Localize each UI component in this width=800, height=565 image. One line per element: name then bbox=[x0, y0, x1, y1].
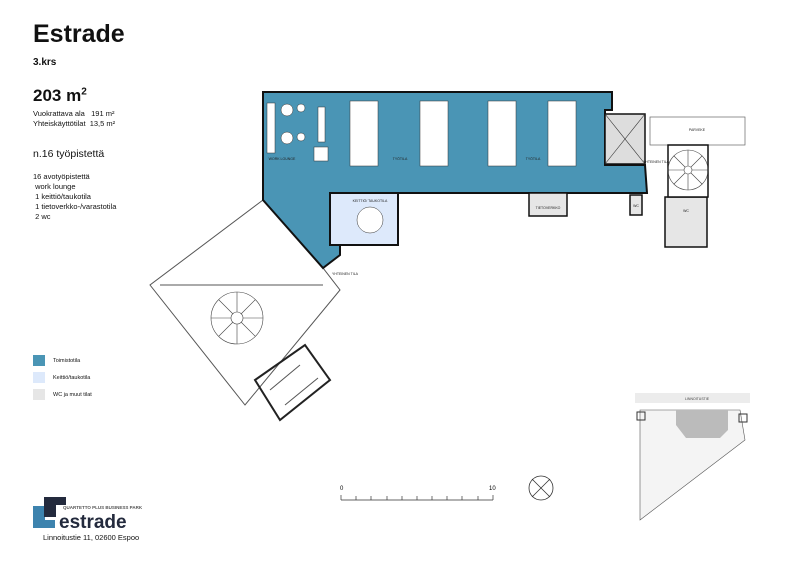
legend-label: Toimistotila bbox=[53, 357, 81, 364]
legend-swatch bbox=[33, 355, 45, 366]
legend-wc: WC ja muut tilat bbox=[33, 389, 92, 400]
feature-item: 1 tietoverkko-/varastotila bbox=[33, 202, 117, 211]
area-value: 203 m bbox=[33, 86, 82, 105]
legend-swatch bbox=[33, 372, 45, 383]
logo-name: estrade bbox=[59, 512, 127, 531]
legend-kitchen: Keittiö/taukotila bbox=[33, 372, 90, 383]
label-wc: WC bbox=[683, 209, 689, 213]
spiral-stair-icon bbox=[210, 291, 264, 345]
logo-tagline: QUARTETTO PLUS BUSINESS PARK bbox=[63, 505, 143, 510]
scale-end: 10 bbox=[489, 486, 496, 492]
label-tyotila: TYÖTILA bbox=[393, 157, 408, 161]
total-area: 203 m2 bbox=[33, 86, 87, 106]
rentable-label: Vuokrattava ala bbox=[33, 109, 85, 118]
label-yhteinen-tila: YHTEINEN TILA bbox=[643, 160, 670, 164]
key-plan-street: LINNOITUSTIE bbox=[685, 397, 710, 401]
page-title: Estrade bbox=[33, 20, 125, 48]
workstation-desks bbox=[266, 100, 577, 234]
key-plan: LINNOITUSTIE bbox=[635, 393, 750, 521]
estrade-logo: QUARTETTO PLUS BUSINESS PARK estrade bbox=[33, 497, 143, 531]
address: Linnoitustie 11, 02600 Espoo bbox=[43, 533, 140, 542]
shared-label: Yhteiskäyttötilat bbox=[33, 119, 86, 128]
label-keittio: KEITTIÖ/ TAUKOTILA bbox=[353, 199, 388, 203]
north-arrow-icon bbox=[528, 475, 554, 501]
legend-label: WC ja muut tilat bbox=[53, 391, 92, 398]
label-parveke: PARVEKE bbox=[689, 128, 706, 132]
label-tyotila: TYÖTILA bbox=[526, 157, 541, 161]
feature-item: 16 avotyöpistettä bbox=[33, 172, 90, 181]
spiral-stair-icon bbox=[667, 149, 709, 191]
rentable-value: 191 m² bbox=[91, 109, 115, 118]
label-wc: WC bbox=[633, 204, 639, 208]
area-unit-sup: 2 bbox=[81, 86, 87, 98]
scale-start: 0 bbox=[340, 486, 344, 492]
label-work-lounge: WORK LOUNGE bbox=[269, 157, 296, 161]
area-breakdown: Vuokrattava ala 191 m² Yhteiskäyttötilat… bbox=[33, 109, 115, 129]
feature-item: 1 keittiö/taukotila bbox=[33, 192, 91, 201]
legend-label: Keittiö/taukotila bbox=[53, 374, 91, 381]
workstations-count: n.16 työpistettä bbox=[33, 148, 105, 160]
feature-list: 16 avotyöpistettä work lounge 1 keittiö/… bbox=[33, 172, 116, 222]
legend-swatch bbox=[33, 389, 45, 400]
label-yhteinen-tila: YHTEINEN TILA bbox=[332, 272, 359, 276]
shared-value: 13,5 m² bbox=[89, 119, 116, 128]
feature-item: 2 wc bbox=[33, 212, 51, 221]
floor-label: 3.krs bbox=[33, 57, 57, 68]
scale-bar bbox=[340, 495, 494, 501]
elevator-icon bbox=[604, 113, 646, 165]
feature-item: work lounge bbox=[33, 182, 76, 191]
legend-office: Toimistotila bbox=[33, 355, 80, 366]
label-tietoverkko: TIETOVERKKO bbox=[536, 206, 561, 210]
